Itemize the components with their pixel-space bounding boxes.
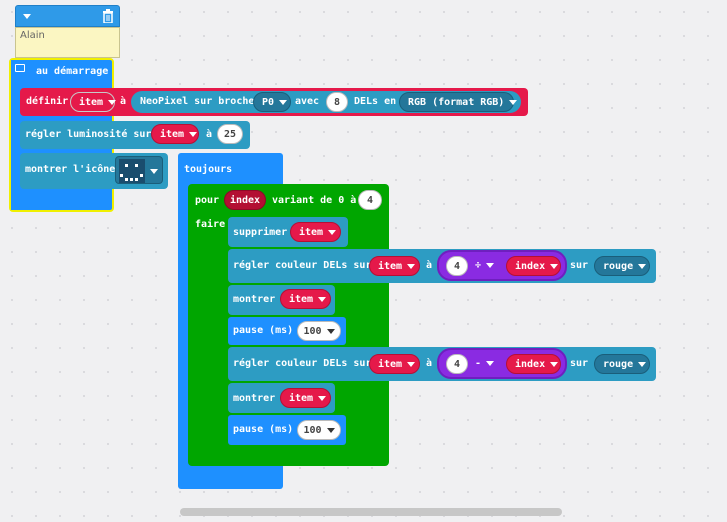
dropdown-arrow-icon <box>486 360 495 366</box>
dividend-input[interactable]: 4 <box>446 256 468 276</box>
set-label: définir <box>26 96 69 107</box>
divisor-var-dropdown[interactable]: index <box>506 256 561 276</box>
led-count-input[interactable]: 8 <box>326 92 348 112</box>
dropdown-arrow-icon <box>328 229 337 235</box>
led-matrix-icon <box>119 159 145 183</box>
show-label: montrer <box>233 393 276 404</box>
color-var-dropdown[interactable]: item <box>369 256 420 276</box>
range-label: variant de 0 à <box>272 195 357 206</box>
set-color-label: régler couleur DELs sur <box>233 260 372 271</box>
comment-header[interactable] <box>15 5 120 27</box>
pause-input-2[interactable]: 100 <box>297 420 341 440</box>
dropdown-arrow-icon <box>407 361 416 367</box>
clear-label: supprimer <box>233 227 288 238</box>
pause-label: pause (ms) <box>233 325 294 336</box>
show-var-dropdown[interactable]: item <box>280 289 331 309</box>
do-label: faire <box>195 219 226 230</box>
minuend-input[interactable]: 4 <box>446 354 468 374</box>
to-label: à <box>120 96 127 107</box>
on-start-label: au démarrage <box>36 66 109 77</box>
collapse-arrow-icon[interactable] <box>23 14 31 19</box>
comment-icon[interactable] <box>15 64 25 72</box>
trash-icon[interactable] <box>102 9 114 24</box>
loop-var[interactable]: index <box>224 190 266 210</box>
show-label: montrer <box>233 294 276 305</box>
mode-dropdown[interactable]: RGB (format RGB) <box>399 92 518 112</box>
dropdown-arrow-icon <box>550 263 559 269</box>
icon-picker[interactable] <box>115 156 163 184</box>
dropdown-arrow-icon <box>486 262 495 268</box>
with-label: avec <box>295 96 320 107</box>
horizontal-scrollbar[interactable] <box>180 508 562 516</box>
dropdown-arrow-icon <box>509 99 518 105</box>
loop-max-input[interactable]: 4 <box>358 190 382 210</box>
show-var-dropdown[interactable]: item <box>280 388 331 408</box>
pause-input-1[interactable]: 100 <box>297 321 341 341</box>
dropdown-arrow-icon <box>189 131 198 137</box>
dropdown-arrow-icon <box>326 427 335 433</box>
dropdown-arrow-icon <box>108 99 117 105</box>
neopixel-label: NeoPixel sur broche <box>140 96 255 107</box>
dropdown-arrow-icon <box>150 169 158 174</box>
dropdown-arrow-icon <box>318 296 327 302</box>
operator-dropdown[interactable]: - <box>475 357 495 371</box>
color-dropdown[interactable]: rouge <box>594 256 650 276</box>
variable-dropdown[interactable]: item <box>70 92 117 112</box>
dropdown-arrow-icon <box>318 395 327 401</box>
dropdown-arrow-icon <box>407 263 416 269</box>
brightness-label: régler luminosité sur <box>25 129 152 140</box>
brightness-to-label: à <box>206 129 213 140</box>
dropdown-arrow-icon <box>279 99 288 105</box>
pin-dropdown[interactable]: P0 <box>253 92 291 112</box>
dropdown-arrow-icon <box>638 361 647 367</box>
pause-label: pause (ms) <box>233 424 294 435</box>
color-var-dropdown[interactable]: item <box>369 354 420 374</box>
subtrahend-var-dropdown[interactable]: index <box>506 354 561 374</box>
set-color-label: régler couleur DELs sur <box>233 358 372 369</box>
on-label: sur <box>570 260 589 271</box>
on-label: sur <box>570 358 589 369</box>
to-label: à <box>426 358 433 369</box>
leds-in-label: DELs en <box>354 96 397 107</box>
clear-var-dropdown[interactable]: item <box>290 222 341 242</box>
set-brightness-block[interactable] <box>20 121 250 149</box>
show-icon-label: montrer l'icône <box>25 164 116 175</box>
dropdown-arrow-icon <box>638 263 647 269</box>
color-dropdown[interactable]: rouge <box>594 354 650 374</box>
to-label: à <box>426 260 433 271</box>
comment-text[interactable]: Alain <box>15 27 120 58</box>
dropdown-arrow-icon <box>326 328 335 334</box>
operator-dropdown[interactable]: ÷ <box>475 259 495 273</box>
dropdown-arrow-icon <box>550 361 559 367</box>
brightness-input[interactable]: 25 <box>217 124 243 144</box>
for-label: pour <box>195 195 220 206</box>
forever-label: toujours <box>184 164 233 175</box>
brightness-var-dropdown[interactable]: item <box>151 124 199 144</box>
